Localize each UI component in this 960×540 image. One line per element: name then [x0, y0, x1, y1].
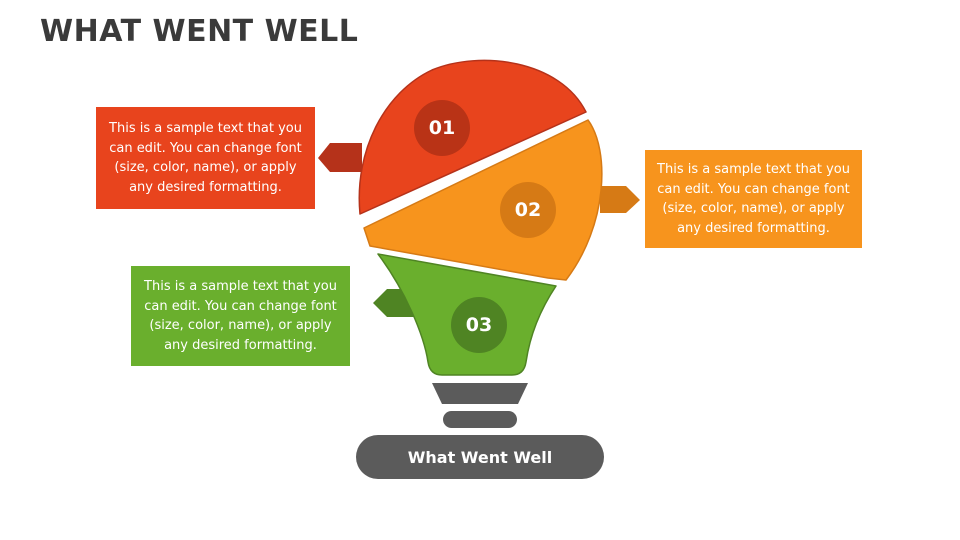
step-number-02: 02	[500, 182, 556, 238]
segment-02	[363, 119, 603, 281]
text-box-03-text: This is a sample text that you can edit.…	[144, 279, 337, 353]
text-box-03: This is a sample text that you can edit.…	[131, 266, 350, 366]
base-label: What Went Well	[356, 435, 604, 479]
connector-01	[318, 143, 362, 172]
step-number-03: 03	[451, 297, 507, 353]
connector-02	[600, 186, 640, 213]
page-title: WHAT WENT WELL	[40, 14, 359, 49]
step-number-01: 01	[414, 100, 470, 156]
bulb-base-top	[432, 383, 528, 404]
text-box-02-text: This is a sample text that you can edit.…	[657, 162, 850, 236]
text-box-01-text: This is a sample text that you can edit.…	[109, 121, 302, 195]
bulb-base-bottom	[443, 411, 517, 428]
segment-01	[358, 59, 587, 215]
text-box-01: This is a sample text that you can edit.…	[96, 107, 315, 209]
text-box-02: This is a sample text that you can edit.…	[645, 150, 862, 248]
